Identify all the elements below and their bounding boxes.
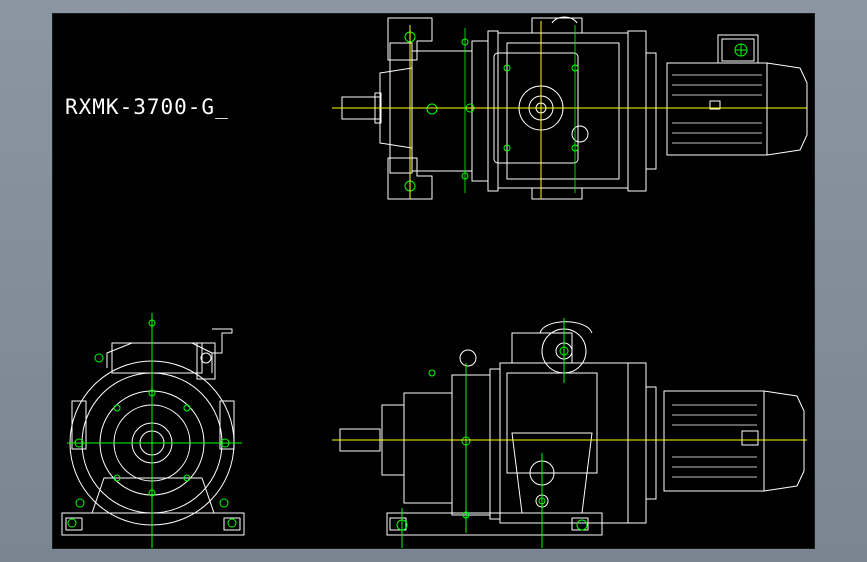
model-label: RXMK-3700-G_	[65, 95, 229, 119]
top-view	[332, 16, 808, 200]
cad-viewport[interactable]: RXMK-3700-G_	[52, 13, 815, 549]
cad-drawing	[61, 16, 808, 548]
side-view	[332, 318, 807, 548]
end-view	[61, 313, 245, 548]
